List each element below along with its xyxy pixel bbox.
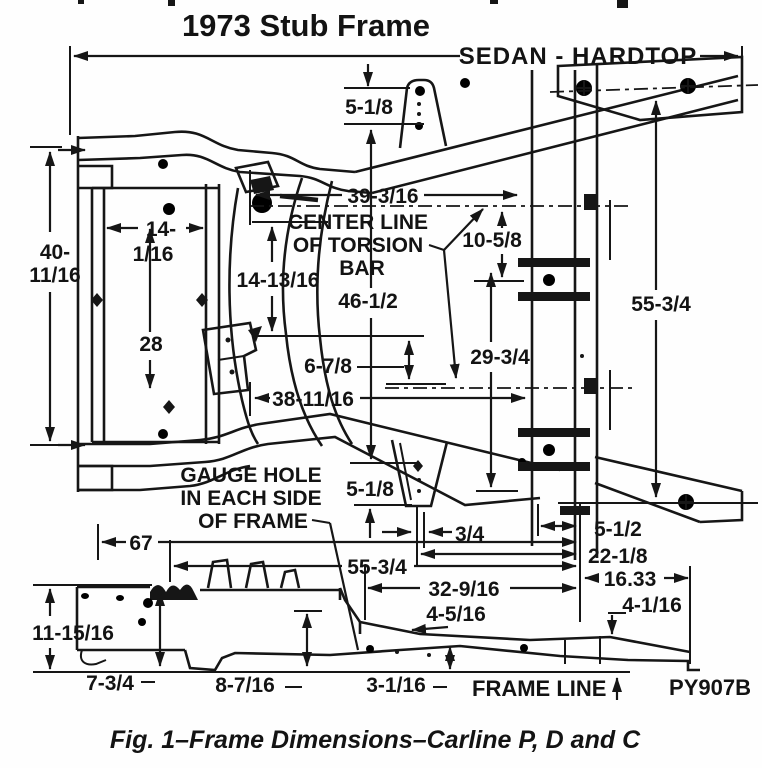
gauge-callout-line3: OF FRAME xyxy=(198,510,308,533)
dim-upper-mount: 5-1/8 xyxy=(345,96,393,119)
dim-rail-spacing-b: 1/16 xyxy=(133,243,174,266)
rear-crossmember-beam xyxy=(549,55,759,122)
gauge-hole xyxy=(366,645,374,653)
dim-sill-gap: 5-1/2 xyxy=(594,518,642,541)
gauge-callout-line2: IN EACH SIDE xyxy=(180,487,321,510)
frame-plan-view xyxy=(76,55,759,560)
dim-rear-web: 3-1/16 xyxy=(366,674,426,697)
dim-rear-tip: 4-1/16 xyxy=(622,594,682,617)
drawing-code: PY907B xyxy=(669,675,751,700)
dim-torsion-cl-to-crossmember: 10-5/8 xyxy=(462,229,522,252)
dim-rear-overlap: 22-1/8 xyxy=(588,545,648,568)
dim-mid-web: 8-7/16 xyxy=(215,674,275,697)
torsion-callout-line2: OF TORSION xyxy=(293,234,423,257)
torsion-callout-line3: BAR xyxy=(339,257,385,280)
dim-front-width-a: 40- xyxy=(40,241,70,264)
rear-lower-bracket xyxy=(558,455,758,524)
dim-overall-length: 67 xyxy=(129,532,152,555)
gauge-hole-leader xyxy=(328,522,360,651)
dim-crossmember-depth: 28 xyxy=(139,333,163,356)
dim-crossmember-drop: 29-3/4 xyxy=(470,346,530,369)
dim-mount-gap: 3/4 xyxy=(455,523,485,546)
dim-rail-spacing-a: 14- xyxy=(146,218,176,241)
lower-torsion-anchor xyxy=(201,321,262,396)
frame-side-view xyxy=(33,519,700,673)
cropped-text-fragments xyxy=(78,0,628,8)
dim-gauge-offset: 4-5/16 xyxy=(426,603,486,626)
torsion-callout-line1: CENTER LINE xyxy=(288,211,428,234)
crossmember-attachments xyxy=(518,258,590,515)
frame-line-label: FRAME LINE xyxy=(472,676,606,701)
dim-mid-span: 32-9/16 xyxy=(428,578,499,601)
diagram-title: 1973 Stub Frame xyxy=(182,8,430,43)
gauge-hole-diamond-icon xyxy=(196,293,208,307)
dim-front-width-b: 11/16 xyxy=(29,264,80,287)
dim-anchor-drop: 14-13/16 xyxy=(237,269,320,292)
dim-gauge-span: 55-3/4 xyxy=(347,556,407,579)
dim-front-depth: 11-15/16 xyxy=(32,622,114,645)
dimension-annotations xyxy=(30,46,743,700)
body-style-label: SEDAN - HARDTOP xyxy=(459,43,698,70)
gauge-hole-diamond-icon xyxy=(91,293,103,307)
dim-rear-rail-length: 55-3/4 xyxy=(631,293,691,316)
dim-torsion-span: 46-1/2 xyxy=(338,290,398,313)
upper-body-mount-bracket xyxy=(398,78,448,149)
dim-rear-section: 16.33 xyxy=(604,568,657,591)
lower-mount-bracket xyxy=(390,439,449,508)
gauge-callout-line1: GAUGE HOLE xyxy=(180,464,321,487)
dim-center-offset: 6-7/8 xyxy=(304,355,352,378)
figure-caption: Fig. 1–Frame Dimensions–Carline P, D and… xyxy=(110,726,641,754)
dim-torsion-anchor-to-rail: 39-3/16 xyxy=(347,185,418,208)
upper-torsion-anchor xyxy=(234,160,319,213)
dim-front-web: 7-3/4 xyxy=(86,672,134,695)
dim-lower-mount: 5-1/8 xyxy=(346,478,394,501)
dim-lower-anchor-to-rail: 38-11/16 xyxy=(272,388,354,411)
